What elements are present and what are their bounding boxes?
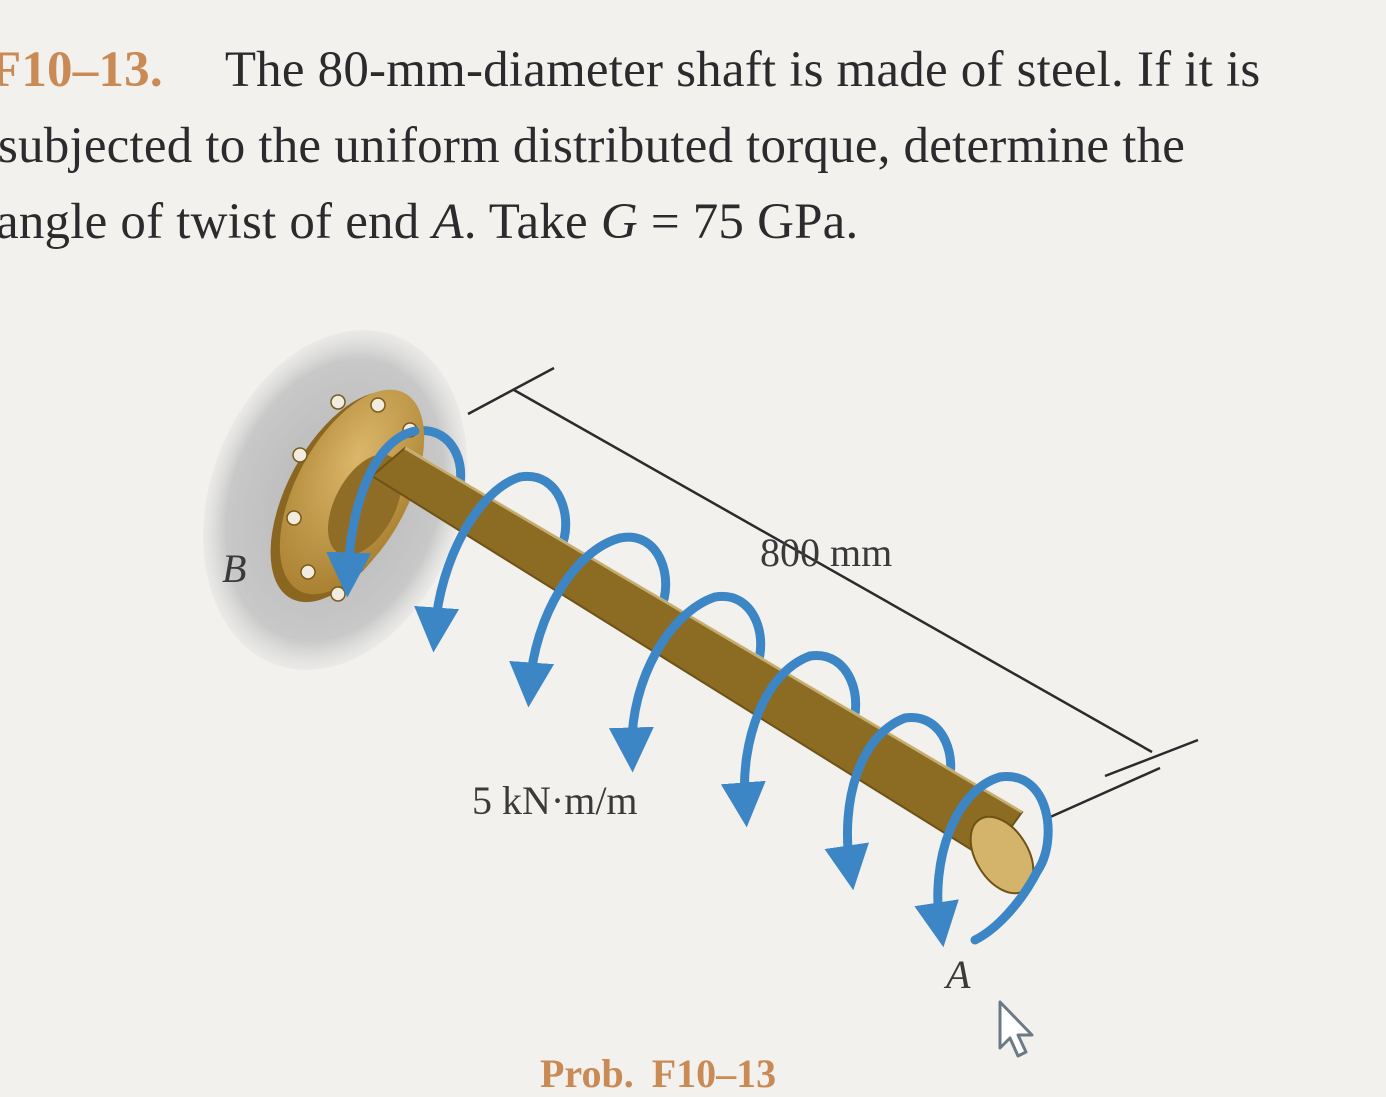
problem-line-2: subjected to the uniform distributed tor… [0, 118, 1186, 174]
problem-line-1: F10–13. The 80-mm-diameter shaft is made … [0, 32, 1386, 108]
caption-prefix: Prob. [540, 1051, 634, 1096]
problem-number: F10–13. [0, 42, 163, 98]
problem-statement: F10–13. The 80-mm-diameter shaft is made … [0, 32, 1386, 260]
mouse-cursor-icon [998, 1000, 1034, 1058]
problem-text-1: The 80-mm-diameter shaft is made of stee… [224, 42, 1261, 98]
torque-arrows-front [326, 426, 1043, 948]
problem-text-3c: = 75 GPa. [637, 194, 859, 250]
problem-line-3: angle of twist of end A. Take G = 75 GPa… [0, 184, 1386, 260]
shear-modulus-variable: G [600, 194, 638, 250]
caption-number: F10–13 [651, 1051, 777, 1096]
figure-caption: Prob. F10–13 [540, 1050, 794, 1097]
label-b: B [222, 546, 246, 591]
problem-text-3a: angle of twist of end [0, 194, 433, 250]
dimension-line [467, 366, 1199, 820]
dimension-label: 800 mm [760, 530, 892, 575]
end-a-variable: A [432, 194, 464, 250]
problem-text-3b: . Take [463, 194, 601, 250]
torque-label: 5 kN·m/m [472, 778, 638, 823]
label-a: A [943, 952, 971, 997]
